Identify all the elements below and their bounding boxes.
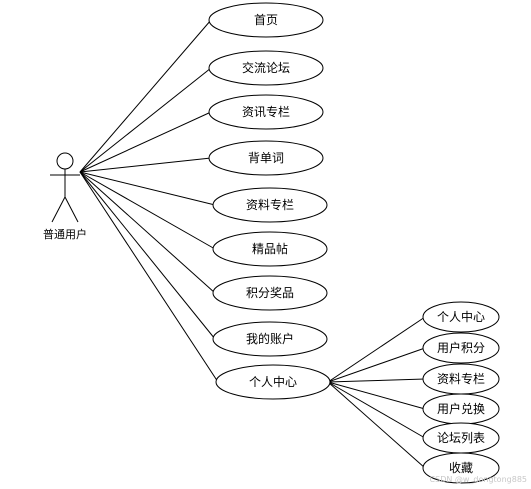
use-case-ellipse [212,187,328,223]
watermark: CSDN @w_dongtong885 [430,475,527,484]
actor-link-1 [79,19,212,173]
use-case-ellipse [208,2,324,38]
use-case-label: 个人中心 [249,374,297,389]
use-case: 资料专栏 [212,187,328,223]
sub-link-5 [327,381,426,439]
sub-use-case-label: 用户积分 [437,340,485,355]
use-case: 首页 [208,2,324,38]
actor-link-5 [79,171,216,206]
sub-use-case-ellipse [422,332,500,364]
actor-link-3 [79,111,212,173]
use-case-label: 背单词 [248,151,284,165]
sub-use-case: 资料专栏 [422,363,500,395]
sub-use-case: 个人中心 [422,301,500,333]
actor-link-7 [79,171,216,294]
actor-right-leg [64,196,79,223]
sub-link-4 [327,381,426,410]
use-case-label: 资讯专栏 [242,104,290,119]
sub-use-case-label: 资料专栏 [437,371,485,386]
connector-lines [79,19,426,469]
use-case-label: 精品帖 [252,241,288,256]
use-case-label: 积分奖品 [246,286,294,300]
use-case-label: 资料专栏 [246,197,294,212]
actor-link-6 [79,171,216,250]
sub-link-2 [327,347,426,383]
actor-left-leg [51,196,66,223]
sub-use-case-label: 用户兑换 [437,401,485,416]
use-case-label: 我的账户 [246,331,294,346]
actor-link-2 [79,67,212,173]
sub-use-case-label: 收藏 [449,461,473,475]
actor-head [56,152,74,170]
use-case: 我的账户 [212,321,328,357]
sub-use-case-label: 个人中心 [437,309,485,324]
sub-use-case-label: 论坛列表 [437,431,485,445]
sub-link-1 [327,316,426,383]
sub-use-case: 用户积分 [422,332,500,364]
use-case: 背单词 [208,140,324,176]
use-case-ellipse [212,275,328,311]
use-case-ellipse [208,94,324,130]
sub-use-case-ellipse [422,301,500,333]
actor-link-9 [79,171,219,383]
use-case: 交流论坛 [208,50,324,86]
sub-use-case: 收藏 [422,452,500,484]
actor-link-4 [79,157,212,173]
sub-use-case-ellipse [422,452,500,484]
use-case: 积分奖品 [212,275,328,311]
actor-figure: 普通用户 [43,152,87,241]
use-case-ellipse [208,50,324,86]
use-case-ellipse [215,364,331,400]
actor-label: 普通用户 [43,227,87,241]
sub-use-case: 用户兑换 [422,393,500,425]
sub-link-3 [327,378,426,383]
use-case: 精品帖 [212,231,328,267]
actor-link-8 [79,171,216,340]
sub-link-6 [327,381,426,469]
use-case-label: 首页 [254,13,278,27]
use-case-ellipse [208,140,324,176]
use-case: 个人中心 [215,364,331,400]
use-case-ellipse [212,231,328,267]
use-case: 资讯专栏 [208,94,324,130]
sub-use-case: 论坛列表 [422,422,500,454]
use-case-ellipse [212,321,328,357]
use-case-label: 交流论坛 [242,60,290,75]
